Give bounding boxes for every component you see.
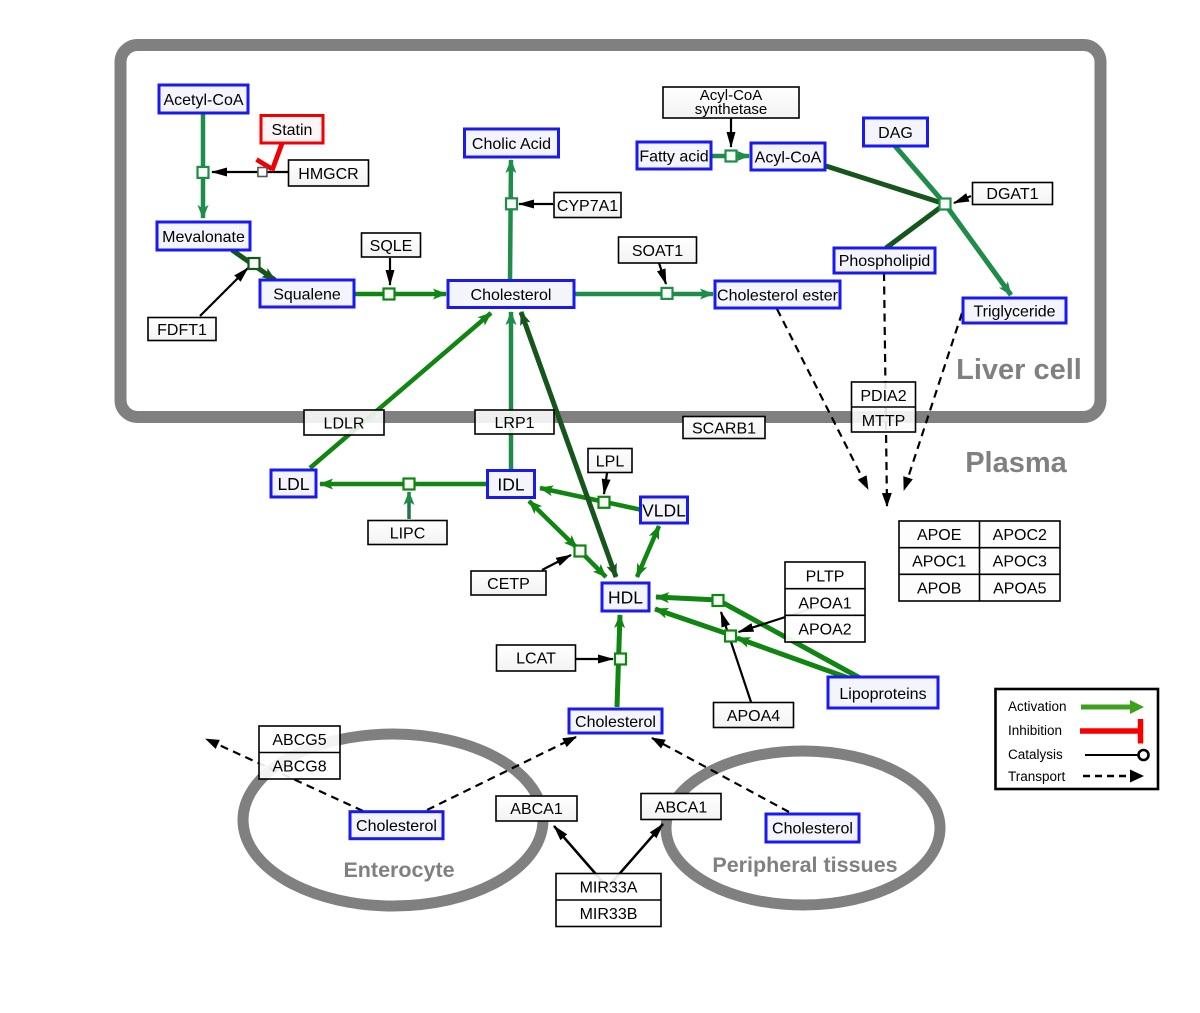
svg-text:Liver cell: Liver cell <box>956 354 1082 386</box>
svg-text:LPL: LPL <box>596 454 625 471</box>
svg-text:PLTP: PLTP <box>806 569 845 586</box>
svg-text:PDIA2: PDIA2 <box>860 388 906 405</box>
svg-text:Cholesterol: Cholesterol <box>772 821 853 838</box>
svg-text:Activation: Activation <box>1008 699 1067 714</box>
svg-text:Cholesterol: Cholesterol <box>356 818 437 835</box>
svg-text:APOA5: APOA5 <box>993 581 1046 598</box>
svg-text:LIPC: LIPC <box>390 526 426 543</box>
svg-text:Cholesterol ester: Cholesterol ester <box>717 288 839 305</box>
svg-text:Inhibition: Inhibition <box>1008 723 1062 738</box>
svg-text:Enterocyte: Enterocyte <box>343 858 454 882</box>
svg-text:APOB: APOB <box>917 581 961 598</box>
svg-text:Triglyceride: Triglyceride <box>973 304 1055 321</box>
svg-text:SCARB1: SCARB1 <box>692 421 756 438</box>
svg-text:APOC1: APOC1 <box>912 554 966 571</box>
svg-text:LDLR: LDLR <box>324 416 365 433</box>
svg-text:MTTP: MTTP <box>862 413 906 430</box>
svg-text:Catalysis: Catalysis <box>1008 747 1063 762</box>
svg-text:Cholesterol: Cholesterol <box>575 714 656 731</box>
svg-text:Acetyl-CoA: Acetyl-CoA <box>163 92 243 109</box>
svg-text:DAG: DAG <box>878 125 913 142</box>
svg-text:SOAT1: SOAT1 <box>632 243 683 260</box>
svg-text:HDL: HDL <box>608 588 643 608</box>
svg-text:Squalene: Squalene <box>273 287 341 304</box>
svg-text:Mevalonate: Mevalonate <box>162 229 245 246</box>
svg-text:ABCG5: ABCG5 <box>272 732 326 749</box>
svg-text:APOA2: APOA2 <box>798 622 851 639</box>
svg-text:Lipoproteins: Lipoproteins <box>839 686 926 703</box>
svg-text:APOE: APOE <box>917 527 961 544</box>
svg-text:VLDL: VLDL <box>642 501 686 521</box>
svg-text:Cholesterol: Cholesterol <box>471 287 552 304</box>
svg-text:IDL: IDL <box>497 475 525 495</box>
svg-text:FDFT1: FDFT1 <box>157 322 207 339</box>
svg-text:LCAT: LCAT <box>516 651 556 668</box>
svg-text:Fatty acid: Fatty acid <box>639 149 708 166</box>
svg-text:CETP: CETP <box>487 576 530 593</box>
svg-text:Transport: Transport <box>1008 769 1066 784</box>
svg-text:Statin: Statin <box>272 122 313 139</box>
svg-text:MIR33B: MIR33B <box>580 906 638 923</box>
svg-text:CYP7A1: CYP7A1 <box>557 198 618 215</box>
svg-text:synthetase: synthetase <box>695 101 768 118</box>
svg-text:LDL: LDL <box>277 474 309 494</box>
svg-text:ABCG8: ABCG8 <box>272 759 326 776</box>
svg-text:Cholic Acid: Cholic Acid <box>472 136 551 153</box>
svg-text:DGAT1: DGAT1 <box>986 186 1038 203</box>
svg-text:LRP1: LRP1 <box>494 415 534 432</box>
svg-text:APOC3: APOC3 <box>993 554 1047 571</box>
svg-text:APOC2: APOC2 <box>993 527 1047 544</box>
svg-text:ABCA1: ABCA1 <box>510 801 563 818</box>
svg-text:HMGCR: HMGCR <box>298 166 358 183</box>
svg-text:APOA4: APOA4 <box>727 708 780 725</box>
svg-text:ABCA1: ABCA1 <box>655 800 708 817</box>
svg-text:Phospholipid: Phospholipid <box>839 253 931 270</box>
svg-text:Acyl-CoA: Acyl-CoA <box>755 150 822 167</box>
svg-text:SQLE: SQLE <box>370 238 413 255</box>
svg-text:Acyl-CoA: Acyl-CoA <box>700 87 763 104</box>
svg-text:MIR33A: MIR33A <box>580 880 638 897</box>
svg-text:Plasma: Plasma <box>965 447 1067 479</box>
svg-text:Peripheral tissues: Peripheral tissues <box>712 853 897 877</box>
svg-text:APOA1: APOA1 <box>798 596 851 613</box>
